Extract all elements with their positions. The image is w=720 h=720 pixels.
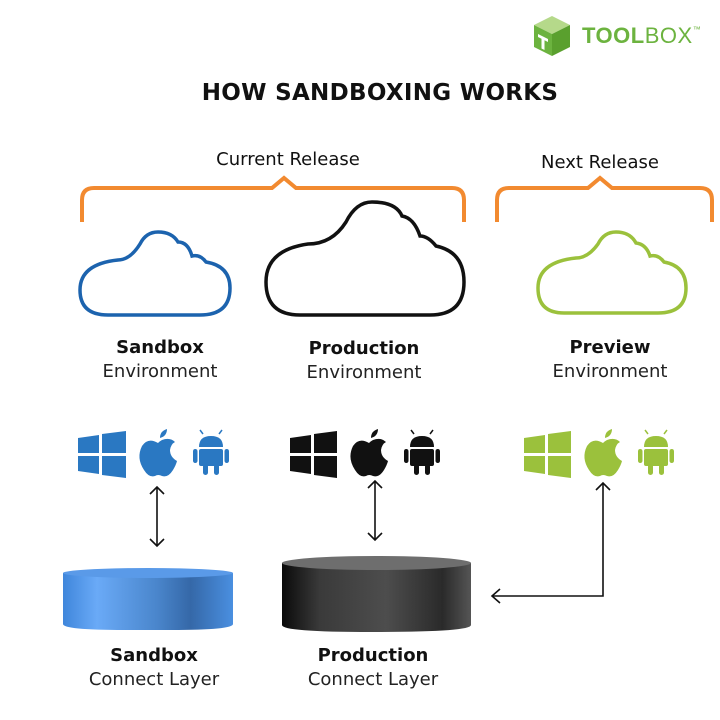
sandbox-connect-layer-label: Sandbox Connect Layer [54, 644, 254, 692]
production-layer-type: Connect Layer [307, 669, 439, 690]
sandbox-connect-layer-cylinder [63, 568, 233, 630]
windows-icon [290, 431, 337, 478]
current-release-bracket [80, 175, 466, 222]
sandbox-env-type: Environment [102, 361, 218, 382]
logo-text-light: BOX [644, 23, 693, 48]
sandbox-cloud-icon [78, 230, 232, 317]
toolbox-logo: TOOLBOX™ [532, 14, 702, 60]
production-environment-label: Production Environment [264, 337, 464, 385]
windows-icon [78, 431, 126, 478]
trademark: ™ [692, 25, 702, 34]
next-release-bracket [495, 175, 714, 222]
production-platforms [290, 429, 440, 478]
logo-wordmark: TOOLBOX™ [582, 23, 701, 49]
production-layer-name: Production [317, 645, 429, 666]
preview-to-production-elbow-arrow [490, 481, 611, 604]
current-release-label: Current Release [216, 149, 360, 170]
production-connect-layer-cylinder [282, 556, 471, 632]
sandbox-environment-label: Sandbox Environment [60, 336, 260, 384]
production-env-name: Production [308, 338, 420, 359]
android-icon [193, 429, 229, 475]
sandbox-layer-type: Connect Layer [88, 669, 220, 690]
preview-env-type: Environment [552, 361, 668, 382]
page-title: HOW SANDBOXING WORKS [201, 80, 559, 106]
production-connect-layer-label: Production Connect Layer [273, 644, 473, 692]
android-icon [638, 429, 674, 475]
apple-icon [584, 429, 622, 477]
production-cloud-icon [264, 200, 466, 317]
preview-environment-label: Preview Environment [510, 336, 710, 384]
next-release-label: Next Release [541, 152, 659, 173]
sandbox-bidirectional-arrow [149, 485, 165, 548]
sandbox-platforms [78, 429, 229, 478]
android-icon [404, 429, 440, 475]
preview-platforms [524, 429, 674, 478]
windows-icon [524, 431, 571, 478]
logo-text-bold: TOOL [582, 23, 645, 48]
apple-icon [350, 429, 388, 477]
sandbox-layer-name: Sandbox [110, 645, 198, 666]
apple-icon [139, 429, 177, 477]
preview-cloud-icon [536, 230, 688, 315]
preview-env-name: Preview [569, 337, 651, 358]
production-bidirectional-arrow [367, 479, 383, 542]
production-env-type: Environment [306, 362, 422, 383]
sandbox-env-name: Sandbox [116, 337, 204, 358]
green-cube-icon [534, 16, 570, 56]
